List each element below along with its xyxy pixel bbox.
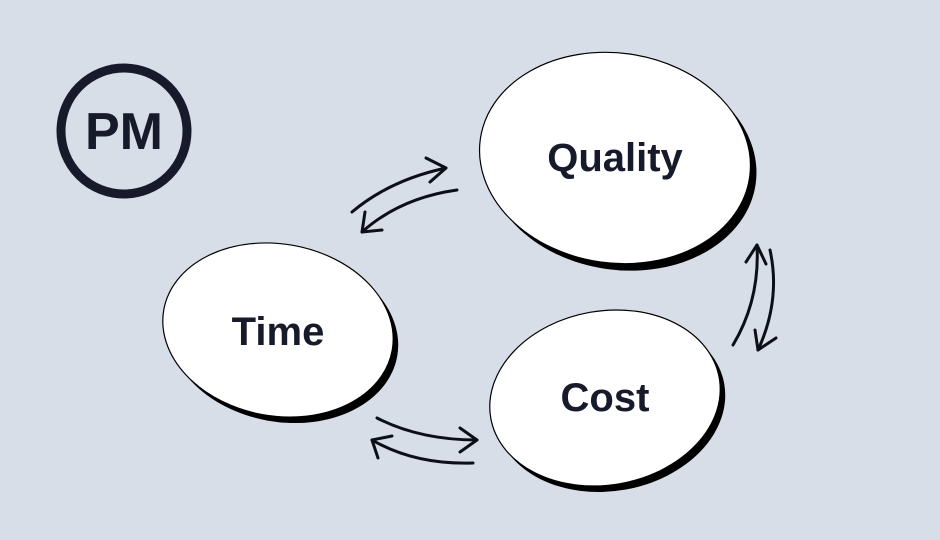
logo-ring [56, 63, 192, 199]
arrows-time-quality [350, 156, 459, 234]
arrowhead-icon [753, 328, 778, 352]
arrowhead-icon [424, 156, 448, 184]
arrow-right-icon [350, 166, 448, 214]
arrow-right-icon [375, 416, 479, 442]
node-label-time: Time [232, 310, 325, 354]
arrowhead-icon [744, 243, 768, 266]
arrow-left-icon [360, 188, 459, 234]
node-ellipse [162, 242, 394, 418]
arrow-left-icon [370, 438, 475, 465]
node-label-quality: Quality [547, 136, 683, 180]
arrowhead-icon [458, 426, 479, 454]
arrows-time-cost [370, 416, 479, 465]
arrows-quality-cost [731, 243, 778, 352]
node-cost: Cost [489, 309, 726, 493]
node-quality: Quality [478, 51, 757, 271]
pm-logo: PM [56, 63, 192, 199]
arrow-down-icon [756, 248, 776, 352]
node-time: Time [162, 242, 399, 424]
node-label-cost: Cost [561, 376, 650, 420]
arrow-up-icon [731, 243, 759, 347]
logo-text: PM [85, 103, 163, 161]
arrowhead-icon [370, 434, 394, 460]
node-ellipse [489, 309, 721, 487]
arrowhead-icon [360, 210, 384, 234]
node-ellipse [478, 51, 752, 265]
